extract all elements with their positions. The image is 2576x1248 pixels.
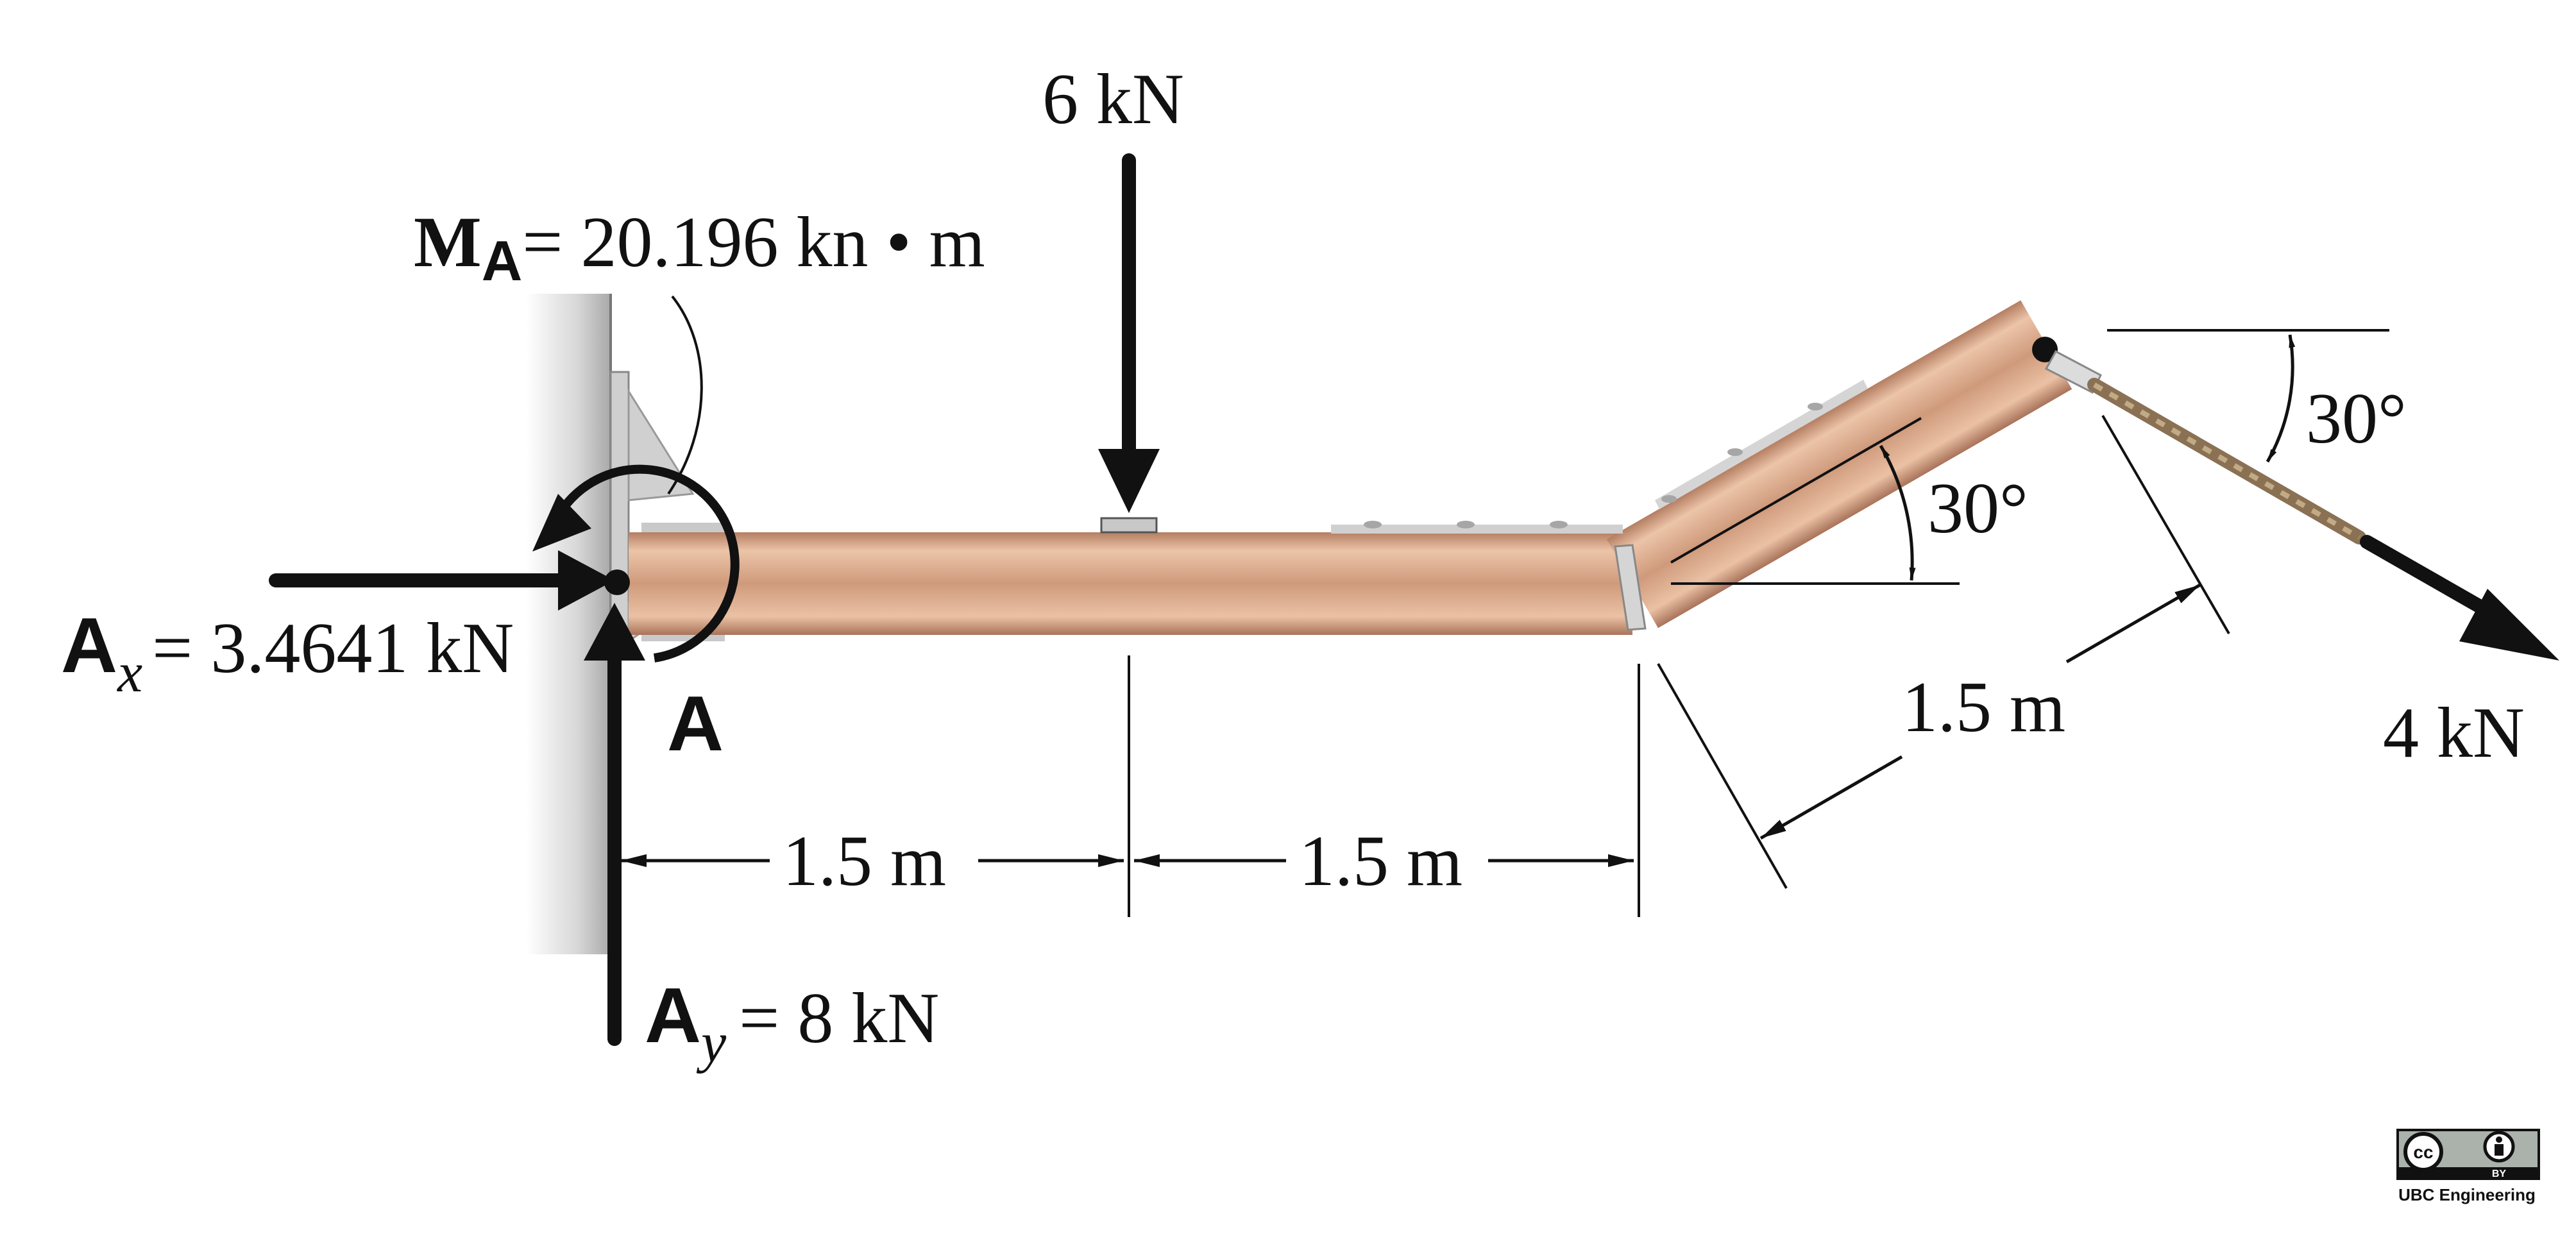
ext-line-3	[1657, 663, 1788, 889]
credit-text: UBC Engineering	[2398, 1185, 2536, 1204]
top-plate	[1655, 380, 1868, 509]
pin-cable	[2032, 337, 2058, 362]
cable-angle-arc	[2266, 334, 2296, 463]
by-label: BY	[2492, 1168, 2507, 1179]
beam-angle-label: 30°	[1928, 469, 2028, 548]
cable-angle-label: 30°	[2306, 379, 2407, 459]
load-plate	[1100, 517, 1158, 534]
dim-label-1: 1.5 m	[783, 822, 946, 901]
dim-label-incline: 1.5 m	[1902, 668, 2065, 747]
top-plate-horizontal	[1331, 525, 1623, 534]
ax-label: Ax= 3.4641 kN	[61, 602, 514, 704]
wall-support	[526, 294, 611, 954]
cable-fitting	[2044, 350, 2102, 394]
bolts	[1364, 403, 1823, 528]
ay-reaction-arrow	[584, 603, 645, 1046]
beam-angle-arc	[1879, 444, 1916, 581]
vertical-load-arrow	[1098, 153, 1160, 513]
dim-label-2: 1.5 m	[1299, 822, 1462, 901]
ext-line-4	[2101, 414, 2230, 635]
moment-label: MA= 20.196 kn • m	[414, 203, 985, 292]
vertical-load-label: 6 kN	[1042, 60, 1184, 139]
cc-glyph: cc	[2413, 1142, 2433, 1162]
cable-strands	[2093, 382, 2360, 540]
dim-incline-lower	[1759, 755, 1903, 840]
cable-load-label: 4 kN	[2383, 693, 2525, 773]
horizontal-beam	[629, 532, 1632, 635]
splice-plate	[1614, 544, 1647, 631]
beam-ref-inclined	[1670, 417, 1922, 564]
moment-leader	[667, 295, 703, 495]
creative-commons-by-icon: cc BY	[2396, 1129, 2540, 1180]
cable-load-arrow	[2360, 535, 2559, 661]
pin-a	[604, 569, 630, 595]
dim-incline-upper	[2065, 583, 2201, 664]
moment-arrow	[532, 464, 740, 662]
ax-reaction-arrow	[269, 550, 614, 611]
point-a-label: A	[667, 680, 724, 767]
ay-label: Ay= 8 kN	[645, 972, 939, 1074]
